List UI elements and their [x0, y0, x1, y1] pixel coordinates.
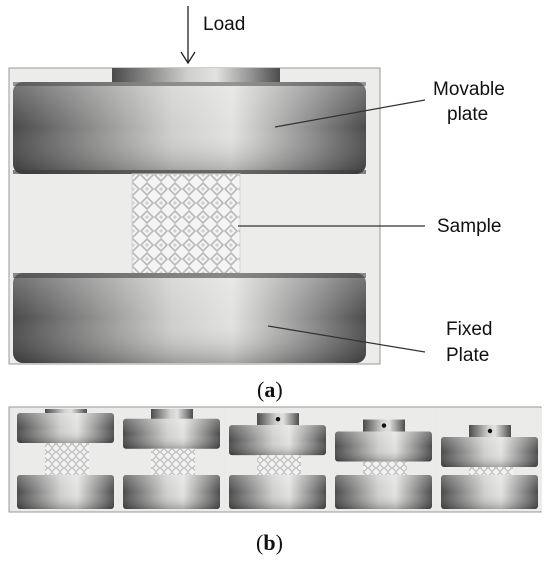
stage-3-lower-plate-shade: [229, 475, 326, 509]
stage-3-upper-plate-shade: [229, 425, 326, 456]
stage-3-marker: [275, 416, 281, 422]
stage-4-upper-plate-shade: [335, 431, 432, 462]
stage-5-sample: [469, 467, 513, 475]
lattice-sample: [131, 173, 241, 278]
stage-5-upper-plate-shade: [441, 437, 538, 467]
stage-1-sample: [45, 443, 89, 475]
stage-1-lower-plate-shade: [17, 475, 114, 509]
compression-stages: [13, 408, 542, 511]
fixed-plate-label-line1: Fixed: [446, 319, 493, 340]
movable-plate: [13, 68, 366, 174]
fixed-plate-leader: [267, 325, 426, 353]
stage-5-lower-plate-shade: [441, 475, 538, 509]
caption-b: (b): [256, 530, 283, 555]
stage-3-sample: [257, 455, 301, 475]
load-arrow: [180, 6, 196, 65]
stage-4-marker: [381, 423, 387, 428]
fixed-plate: [13, 273, 366, 363]
stage-4-sample: [363, 461, 407, 475]
movable-plate-leader: [274, 99, 426, 128]
stage-4-lower-plate-shade: [335, 475, 432, 509]
sample-label: Sample: [437, 216, 502, 237]
stage-2-upper-plate-shade: [123, 418, 220, 449]
movable-plate-label-line1: Movable: [433, 79, 505, 100]
stage-2-shaft: [151, 409, 193, 421]
movable-plate-label-line2: plate: [447, 104, 489, 125]
photo-a: [8, 67, 381, 365]
fixed-plate-label-line2: Plate: [446, 345, 490, 366]
stage-2-sample: [151, 448, 195, 475]
caption-a: (a): [257, 377, 283, 402]
photo-b: [8, 406, 542, 513]
stage-2-lower-plate-shade: [123, 475, 220, 509]
load-label: Load: [203, 14, 246, 35]
stage-1-upper-plate-shade: [17, 413, 114, 443]
stage-5-marker: [487, 428, 493, 434]
